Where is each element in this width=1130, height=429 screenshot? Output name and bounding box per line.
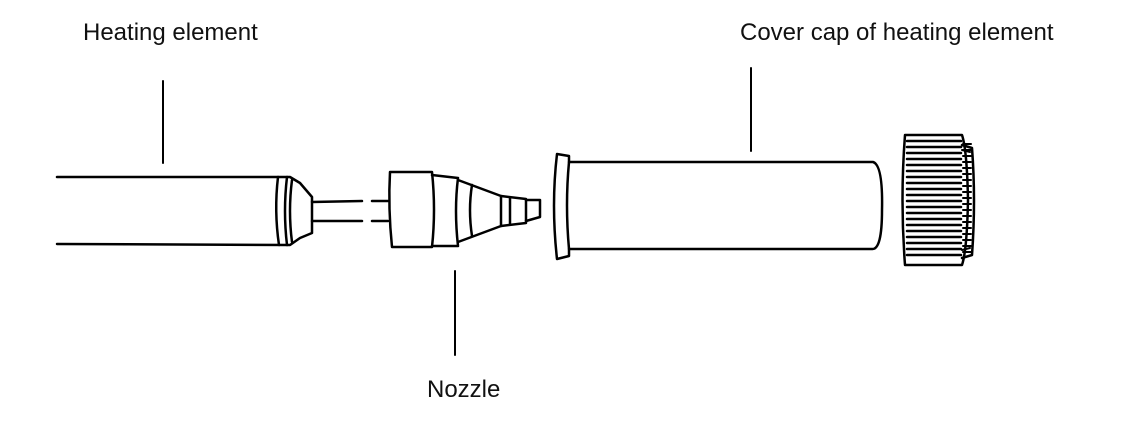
nozzle-label: Nozzle [427,376,501,403]
heating-element-label: Heating element [83,19,258,46]
nozzle [389,172,540,247]
knurled-cap [903,135,975,265]
cover-cap-tube [554,154,882,259]
cover-cap-label: Cover cap of heating element [740,19,1054,46]
heating-element [57,177,388,245]
